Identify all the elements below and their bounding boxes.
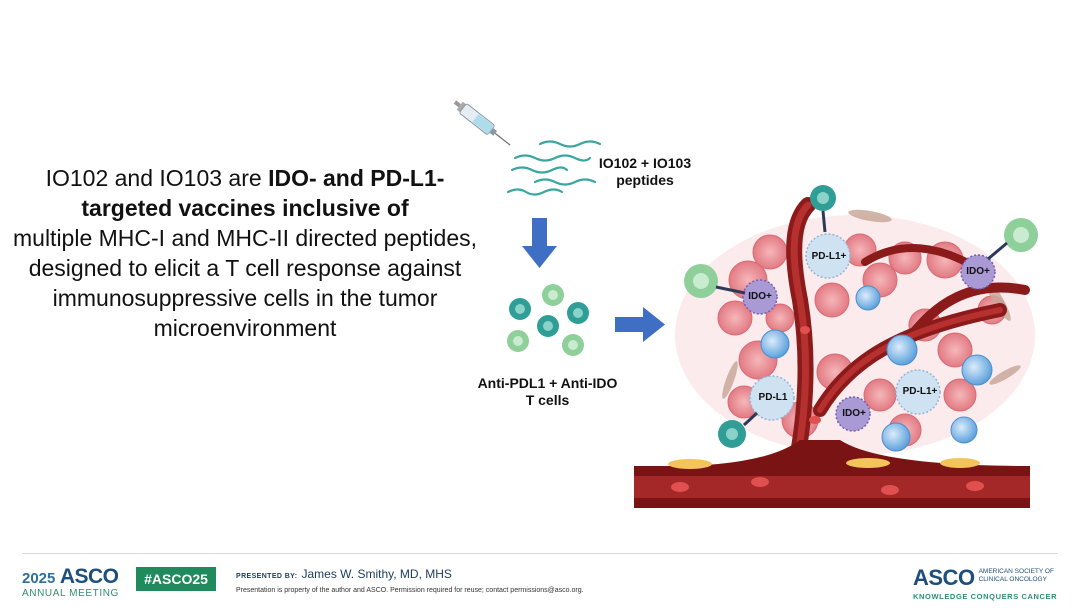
t-cells-label-line1: Anti-PDL1 + Anti-IDO xyxy=(477,375,618,391)
cell-label-ido-left: IDO+ xyxy=(748,291,772,302)
peptides-label-line2: peptides xyxy=(616,172,674,188)
t-cell-cluster-icon xyxy=(507,284,589,356)
presented-by-caption: PRESENTED BY: xyxy=(236,573,298,580)
tumor-microenvironment-illustration xyxy=(634,185,1038,508)
main-text: IO102 and IO103 are IDO- and PD-L1-targe… xyxy=(10,163,480,343)
asco-tagline: KNOWLEDGE CONQUERS CANCER xyxy=(913,592,1058,601)
copyright-notice: Presentation is property of the author a… xyxy=(236,587,584,594)
peptides-label-line1: IO102 + IO103 xyxy=(598,155,692,171)
main-text-part2: multiple MHC-I and MHC-II directed pepti… xyxy=(13,225,477,341)
right-arrow-icon xyxy=(615,307,665,342)
presenter-line: PRESENTED BY:James W. Smithy, MD, MHS xyxy=(236,567,452,581)
cell-label-pdl1-bottom-right: PD-L1+ xyxy=(902,386,938,397)
meeting-subtitle: ANNUAL MEETING xyxy=(22,588,119,599)
footer-divider xyxy=(22,553,1058,554)
cell-label-ido-bottom: IDO+ xyxy=(842,408,866,419)
society-line1: AMERICAN SOCIETY OF xyxy=(978,568,1054,575)
hashtag-badge: #ASCO25 xyxy=(136,567,216,591)
syringe-icon xyxy=(453,100,511,146)
cell-label-pdl1-top: PD-L1+ xyxy=(811,251,847,262)
t-cells-label-line2: T cells xyxy=(525,392,570,408)
cell-label-ido-right: IDO+ xyxy=(966,266,990,277)
t-cells-label: Anti-PDL1 + Anti-IDO T cells xyxy=(460,375,635,409)
meeting-word: ASCO xyxy=(59,565,119,588)
peptides-label: IO102 + IO103 peptides xyxy=(590,155,700,189)
asco-word: ASCO xyxy=(913,565,975,590)
main-text-part1: IO102 and IO103 are xyxy=(45,165,269,191)
main-text-bold: IDO- and PD-L1-targeted vaccines inclusi… xyxy=(81,165,445,221)
down-arrow-icon xyxy=(522,218,557,268)
meeting-year: 2025 xyxy=(22,570,56,587)
presenter-name: James W. Smithy, MD, MHS xyxy=(301,567,452,581)
peptide-strands-icon xyxy=(506,140,602,196)
cell-label-pdl1-bottom-left: PD-L1 xyxy=(758,392,788,403)
asco-annual-meeting-logo: 2025 ASCO ANNUAL MEETING xyxy=(22,566,119,599)
society-line2: CLINICAL ONCOLOGY xyxy=(978,576,1047,583)
